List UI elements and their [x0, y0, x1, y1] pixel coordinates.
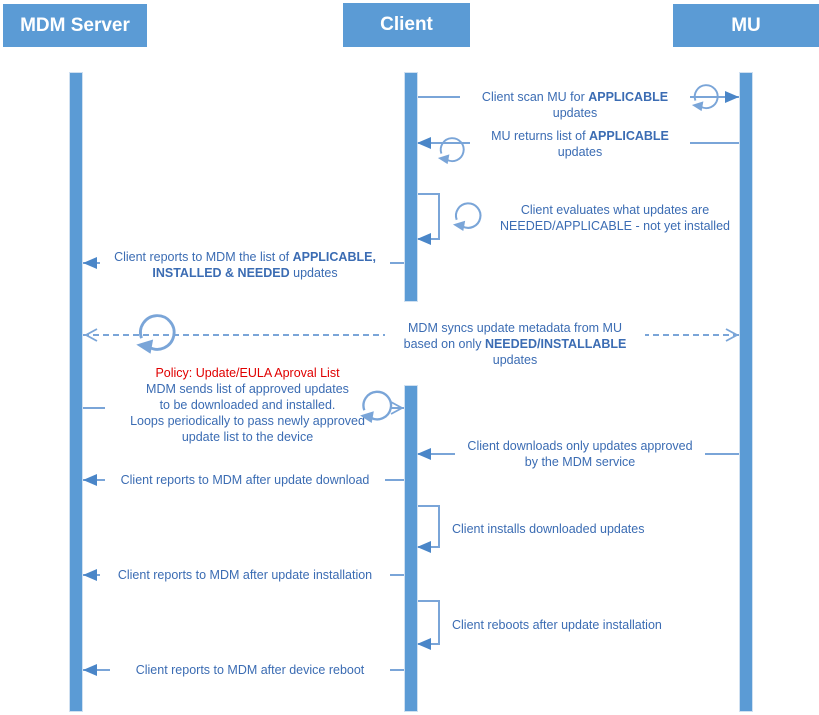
- message-segment-bold: INSTALLED & NEEDED: [152, 266, 290, 280]
- message-text-report-reboot: Client reports to MDM after device reboo…: [110, 662, 390, 678]
- message-segment: Client installs downloaded updates: [452, 522, 645, 536]
- loop-icon: [135, 311, 179, 355]
- message-segment: update list to the device: [181, 430, 314, 444]
- message-segment: NEEDED/APPLICABLE - not yet installed: [500, 219, 730, 233]
- message-segment: Client reboots after update installation: [452, 618, 662, 632]
- message-text-evaluate: Client evaluates what updates are NEEDED…: [490, 202, 740, 234]
- lifeline-client-lower: [404, 385, 418, 712]
- message-segment: MDM syncs update metadata from MU: [408, 321, 622, 335]
- message-text-install: Client installs downloaded updates: [452, 521, 692, 537]
- message-text-returns: MU returns list of APPLICABLE updates: [470, 128, 690, 160]
- message-segment: Client reports to MDM after update insta…: [117, 568, 373, 582]
- arrowhead-left-icon: [83, 474, 97, 486]
- policy-label: Policy: Update/EULA Aproval List: [155, 366, 340, 380]
- arrowhead-left-icon: [417, 541, 431, 553]
- message-text-approved-list: Policy: Update/EULA Aproval List MDM sen…: [105, 365, 390, 445]
- actor-mu: MU: [673, 4, 819, 47]
- message-text-download: Client downloads only updates approved b…: [455, 438, 705, 470]
- arrowhead-left-icon: [83, 257, 97, 269]
- actor-mdm-server: MDM Server: [3, 4, 147, 47]
- message-segment: to be downloaded and installed.: [159, 398, 336, 412]
- message-text-report-download: Client reports to MDM after update downl…: [105, 472, 385, 488]
- arrowhead-left-icon: [417, 448, 431, 460]
- message-segment-bold: APPLICABLE: [588, 90, 669, 104]
- message-segment: MU returns list of: [491, 129, 590, 143]
- message-segment: updates: [492, 353, 538, 367]
- arrowhead-left-icon: [417, 233, 431, 245]
- message-segment: Client downloads only updates approved: [467, 439, 693, 453]
- arrowhead-left-icon: [417, 137, 431, 149]
- arrowhead-left-icon: [83, 664, 97, 676]
- actor-client: Client: [343, 3, 470, 47]
- message-segment-bold: APPLICABLE,: [292, 250, 376, 264]
- loop-icon: [452, 200, 484, 232]
- message-segment: based on only: [403, 337, 485, 351]
- message-segment: Client scan MU for: [481, 90, 589, 104]
- open-arrowhead-right-icon: [723, 327, 739, 343]
- message-text-report-list: Client reports to MDM the list of APPLIC…: [100, 249, 390, 281]
- message-segment: updates: [557, 145, 603, 159]
- message-segment: MDM sends list of approved updates: [146, 382, 349, 396]
- message-segment-bold: APPLICABLE: [589, 129, 669, 143]
- message-segment: Client reports to MDM after update downl…: [120, 473, 370, 487]
- open-arrowhead-left-icon: [84, 327, 100, 343]
- lifeline-mdm-server: [69, 72, 83, 712]
- message-segment: by the MDM service: [524, 455, 636, 469]
- loop-icon: [691, 82, 721, 112]
- message-segment: Loops periodically to pass newly approve…: [130, 414, 365, 428]
- message-text-sync: MDM syncs update metadata from MU based …: [385, 320, 645, 368]
- message-segment: Client reports to MDM after device reboo…: [135, 663, 365, 677]
- message-segment: updates: [552, 106, 598, 120]
- message-segment-bold: NEEDED/INSTALLABLE: [484, 337, 627, 351]
- message-text-scan: Client scan MU for APPLICABLE updates: [460, 89, 690, 121]
- message-text-reboot: Client reboots after update installation: [452, 617, 712, 633]
- arrowhead-left-icon: [417, 638, 431, 650]
- arrowhead-right-icon: [725, 91, 739, 103]
- lifeline-client-upper: [404, 72, 418, 302]
- loop-icon: [359, 388, 395, 424]
- message-segment: Client reports to MDM the list of: [114, 250, 293, 264]
- message-text-report-install: Client reports to MDM after update insta…: [100, 567, 390, 583]
- arrowhead-left-icon: [83, 569, 97, 581]
- message-segment: Client evaluates what updates are: [520, 203, 710, 217]
- loop-icon: [437, 135, 467, 165]
- lifeline-mu: [739, 72, 753, 712]
- message-segment: updates: [289, 266, 338, 280]
